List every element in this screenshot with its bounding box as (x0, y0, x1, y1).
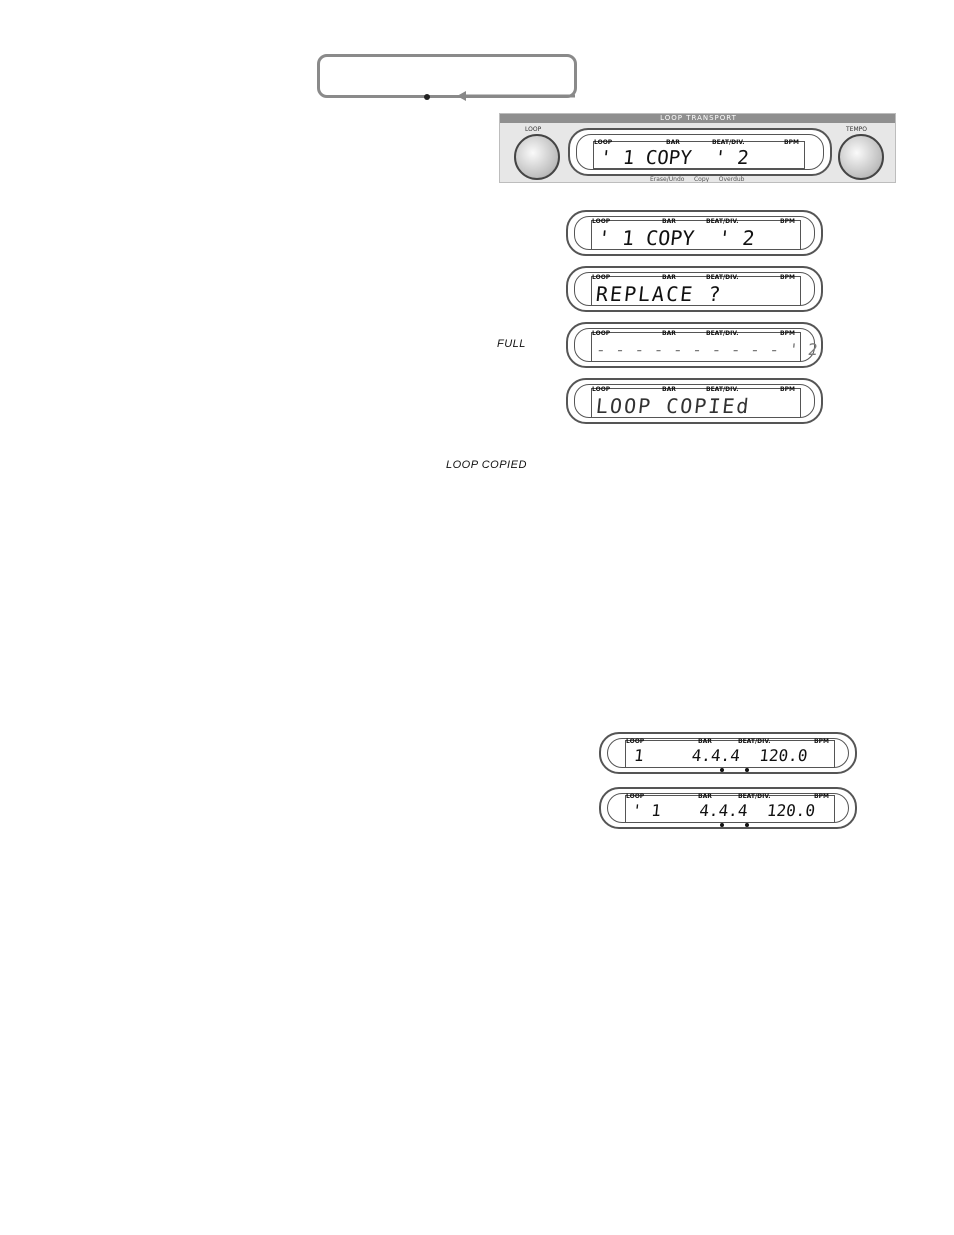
lcd-bpm-label: BPM (814, 738, 829, 745)
lcd-bar-label: BAR (662, 218, 676, 225)
lcd-loop-label: LOOP (592, 330, 611, 337)
lcd-bpm-label: BPM (784, 139, 799, 146)
lcd-loop-label: LOOP (594, 139, 613, 146)
lcd-loop-label: LOOP (592, 274, 611, 281)
lcd-bar-label: BAR (662, 330, 676, 337)
callout-box (317, 54, 577, 98)
loop-knob-label: LOOP (525, 126, 542, 133)
lcd-beat-label: BEAT/DIV. (738, 738, 771, 745)
lcd-text: REPLACE ? (594, 282, 724, 306)
callout-dot (424, 94, 430, 100)
lcd-text: LOOP COPIEd (594, 394, 752, 418)
tempo-knob[interactable] (838, 134, 884, 180)
beat-dot (745, 768, 749, 772)
lcd-bar-label: BAR (662, 386, 676, 393)
panel-button-labels: Erase/Undo Copy Overdub (650, 176, 745, 183)
lcd-bar-label: BAR (662, 274, 676, 281)
panel-title-strip (500, 114, 895, 123)
tempo-knob-label: TEMPO (846, 126, 867, 133)
left-arrow-icon (457, 91, 575, 101)
lcd-bpm-label: BPM (780, 386, 795, 393)
lcd-bar-label: BAR (666, 139, 680, 146)
lcd-display: LOOP BAR BEAT/DIV. BPM LOOP COPIEd (566, 378, 823, 424)
lcd-display: LOOP BAR BEAT/DIV. BPM REPLACE ? (566, 266, 823, 312)
lcd-loop-label: LOOP (626, 738, 645, 745)
lcd-text: ' 1 COPY ' 2 (598, 147, 750, 169)
lcd-text: - - - - - - - - - - ' 2 (595, 340, 819, 359)
lcd-display: LOOP BAR BEAT/DIV. BPM 1 4.4.4 120.0 (599, 732, 857, 774)
lcd-beat-label: BEAT/DIV. (706, 330, 739, 337)
lcd-beat-label: BEAT/DIV. (706, 218, 739, 225)
beat-dot (745, 823, 749, 827)
lcd-bpm-label: BPM (780, 330, 795, 337)
lcd-text: 1 4.4.4 120.0 (633, 746, 809, 765)
loop-copied-label: LOOP COPIED (446, 459, 527, 471)
panel-lcd-display: LOOP BAR BEAT/DIV. BPM ' 1 COPY ' 2 (568, 128, 832, 176)
lcd-beat-label: BEAT/DIV. (706, 386, 739, 393)
lcd-loop-label: LOOP (592, 218, 611, 225)
lcd-display: LOOP BAR BEAT/DIV. BPM - - - - - - - - -… (566, 322, 823, 368)
lcd-beat-label: BEAT/DIV. (712, 139, 745, 146)
lcd-text: ' 1 4.4.4 120.0 (631, 801, 817, 820)
lcd-loop-label: LOOP (592, 386, 611, 393)
lcd-bpm-label: BPM (814, 793, 829, 800)
full-label: FULL (497, 338, 526, 350)
lcd-bar-label: BAR (698, 793, 712, 800)
loop-transport-panel: LOOP TRANSPORT LOOP TEMPO LOOP BAR BEAT/… (499, 113, 896, 183)
loop-knob[interactable] (514, 134, 560, 180)
lcd-display: LOOP BAR BEAT/DIV. BPM ' 1 4.4.4 120.0 (599, 787, 857, 829)
lcd-beat-label: BEAT/DIV. (706, 274, 739, 281)
beat-dot (720, 823, 724, 827)
lcd-display: LOOP BAR BEAT/DIV. BPM ' 1 COPY ' 2 (566, 210, 823, 256)
lcd-beat-label: BEAT/DIV. (738, 793, 771, 800)
panel-title: LOOP TRANSPORT (660, 114, 737, 122)
lcd-bpm-label: BPM (780, 274, 795, 281)
beat-dot (720, 768, 724, 772)
lcd-bpm-label: BPM (780, 218, 795, 225)
lcd-bar-label: BAR (698, 738, 712, 745)
lcd-loop-label: LOOP (626, 793, 645, 800)
lcd-text: ' 1 COPY ' 2 (596, 226, 756, 250)
